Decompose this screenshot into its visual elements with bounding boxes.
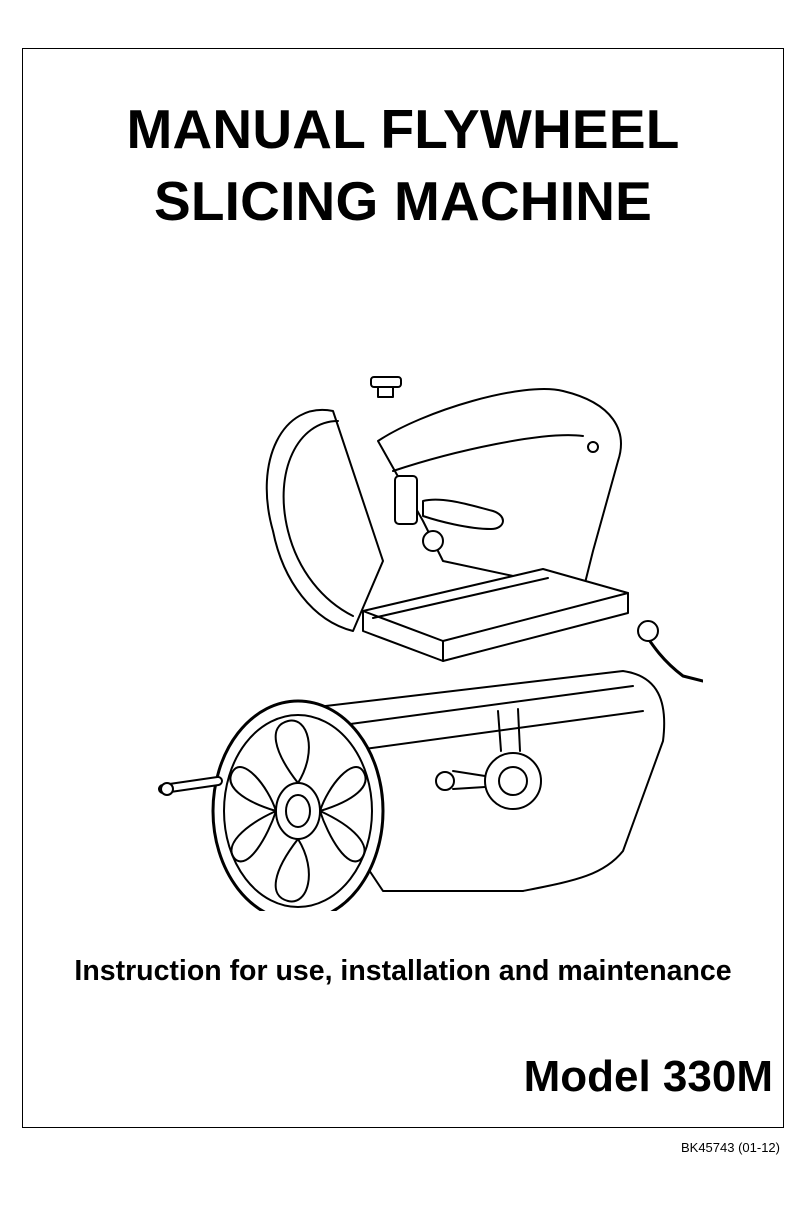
title-line-1: MANUAL FLYWHEEL	[126, 98, 680, 160]
document-subtitle: Instruction for use, installation and ma…	[74, 955, 732, 987]
title-line-2: SLICING MACHINE	[154, 170, 652, 232]
arm-handle	[422, 498, 504, 530]
document-title: MANUAL FLYWHEEL SLICING MACHINE	[23, 93, 783, 237]
carriage-tray	[362, 568, 629, 642]
model-number: Model 330M	[523, 1052, 773, 1101]
blade-housing	[265, 408, 384, 632]
flywheel	[158, 699, 385, 911]
document-reference: BK45743 (01-12)	[680, 1140, 780, 1155]
slicing-machine-illustration	[158, 376, 703, 911]
cover-frame: MANUAL FLYWHEEL SLICING MACHINE	[22, 48, 784, 1128]
